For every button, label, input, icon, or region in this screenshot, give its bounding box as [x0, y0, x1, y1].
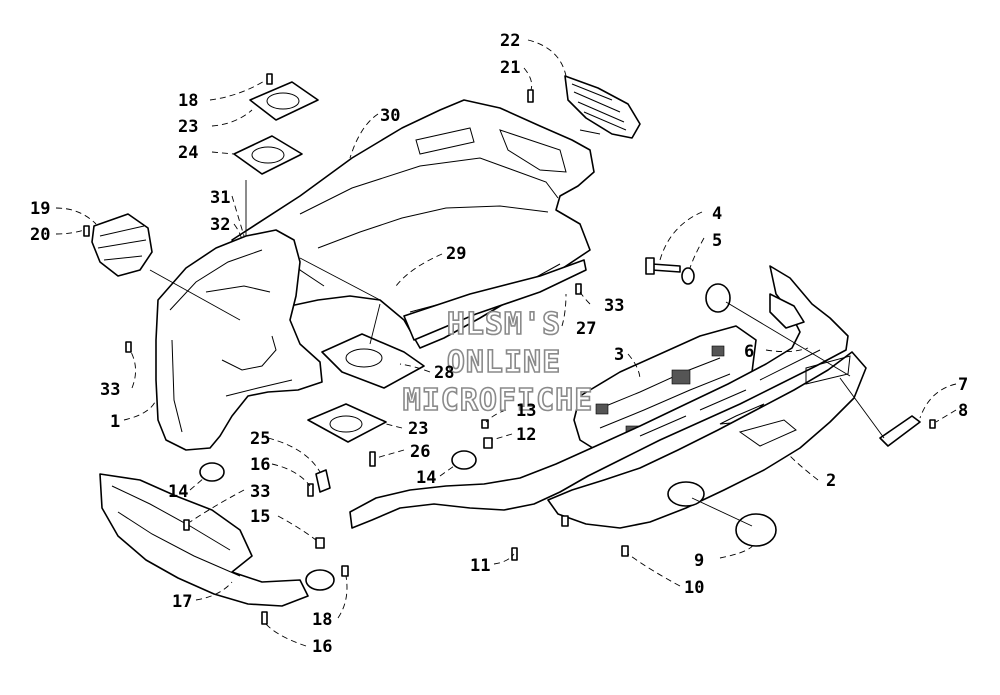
part-1-side-panel: [155, 229, 323, 451]
part-16-screw-lower: [261, 611, 268, 625]
callout-29: 29: [446, 244, 466, 264]
part-18-screw-lower: [341, 565, 349, 577]
part-24-gasket-top: [233, 135, 303, 175]
part-16-screw-mid: [307, 483, 314, 497]
callout-32: 32: [210, 215, 230, 235]
callout-18: 18: [178, 91, 198, 111]
part-28-center-plate: [321, 333, 425, 389]
part-22-vent-grille: [564, 75, 641, 139]
callout-16-lower: 16: [312, 637, 332, 657]
callout-11: 11: [470, 556, 490, 576]
part-5-washer: [681, 267, 695, 285]
part-9-cap: [735, 513, 777, 547]
watermark-line-1: HLSM'S: [447, 307, 561, 342]
callout-5: 5: [712, 231, 722, 251]
part-7-reflector: [879, 415, 921, 447]
part-14-ring-mid: [451, 450, 477, 470]
callout-22: 22: [500, 31, 520, 51]
callout-24: 24: [178, 143, 198, 163]
part-10-screw: [561, 515, 629, 557]
watermark: HLSM'S ONLINE MICROFICHE: [402, 306, 594, 419]
callout-16-mid: 16: [250, 455, 270, 475]
callout-23-lower: 23: [408, 419, 428, 439]
part-17-lower-bumper: [99, 473, 335, 607]
part-15-nut: [315, 537, 325, 549]
part-23-plate-lower: [307, 403, 387, 443]
callout-7: 7: [958, 375, 968, 395]
callout-8: 8: [958, 401, 968, 421]
callout-6: 6: [744, 342, 754, 362]
leader-lines: [55, 39, 957, 647]
callout-17: 17: [172, 592, 192, 612]
callout-33-center: 33: [604, 296, 624, 316]
callout-33-lower: 33: [250, 482, 270, 502]
part-33-screw-lower: [183, 519, 190, 531]
part-33-screw-center: [575, 283, 582, 295]
callout-18-lower: 18: [312, 610, 332, 630]
callout-10: 10: [684, 578, 704, 598]
part-12-13-clip: [481, 419, 493, 449]
callout-14-mid: 14: [416, 468, 436, 488]
callout-15: 15: [250, 507, 270, 527]
callout-27: 27: [576, 319, 596, 339]
part-14-ring-left: [199, 462, 225, 482]
part-25-clip: [315, 469, 331, 493]
part-18-screw-top: [266, 73, 273, 85]
callout-3: 3: [614, 345, 624, 365]
callout-33-left: 33: [100, 380, 120, 400]
part-23-plate-top: [249, 81, 319, 121]
part-29-console-tray: [403, 259, 587, 341]
callout-4: 4: [712, 204, 722, 224]
watermark-line-2: ONLINE: [447, 345, 561, 380]
part-4-bolt: [645, 257, 681, 275]
callout-25: 25: [250, 429, 270, 449]
callout-9: 9: [694, 551, 704, 571]
watermark-line-3: MICROFICHE: [403, 383, 594, 418]
callout-21: 21: [500, 58, 520, 78]
callout-2: 2: [826, 471, 836, 491]
callout-23: 23: [178, 117, 198, 137]
callout-20: 20: [30, 225, 50, 245]
part-11-screw: [511, 547, 518, 561]
callout-12: 12: [516, 425, 536, 445]
part-19-boot: [91, 213, 153, 277]
callout-26: 26: [410, 442, 430, 462]
callout-31: 31: [210, 188, 230, 208]
callout-28: 28: [434, 363, 454, 383]
callout-labels: 22 21 18 23 24 30 19 20 31 32 29 4 5 33 …: [30, 31, 968, 657]
part-26-screw: [369, 451, 376, 467]
part-33-screw-left: [125, 341, 132, 353]
part-2-front-nose: [547, 351, 867, 529]
callout-1: 1: [110, 412, 120, 432]
part-8-screw: [929, 419, 936, 429]
part-20-screw: [83, 225, 90, 237]
callout-14-left: 14: [168, 482, 188, 502]
callout-13: 13: [516, 401, 536, 421]
part-21-screw: [527, 89, 534, 103]
part-6-right-rail: [349, 265, 849, 529]
part-grommet-right: [705, 283, 731, 313]
callout-19: 19: [30, 199, 50, 219]
callout-30: 30: [380, 106, 400, 126]
